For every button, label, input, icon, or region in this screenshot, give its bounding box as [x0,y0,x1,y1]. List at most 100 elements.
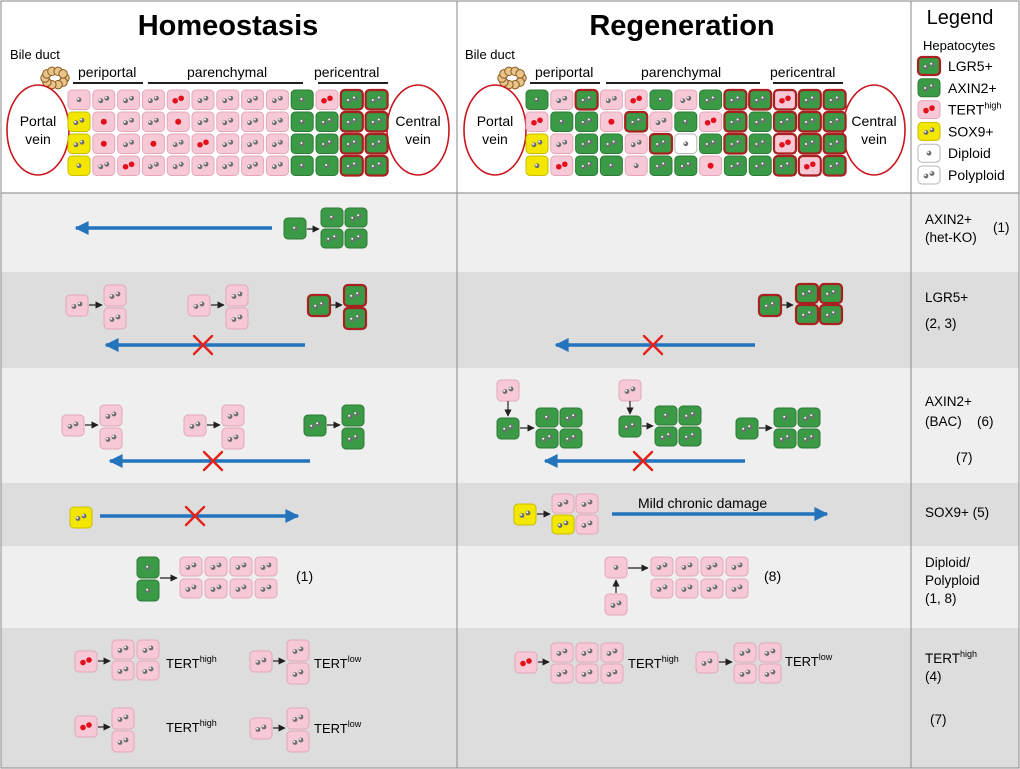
hepatocyte-cell [678,405,702,426]
hepatocyte-cell [550,133,574,154]
hepatocyte-cell [117,133,141,154]
svg-text:TERTlow: TERTlow [314,654,362,671]
hepatocyte-cell [191,89,215,110]
hepatocyte-cell [67,111,91,132]
hepatocyte-cell [575,642,599,663]
hepatocyte-cell [286,707,310,730]
legend-label: Polyploid [948,167,1005,183]
row-band [1,272,1019,368]
hepatocyte-cell [525,133,549,154]
hepatocyte-cell [550,89,574,110]
hepatocyte-cell [191,155,215,176]
hepatocyte-cell [748,88,773,111]
hepatocyte-cell [166,89,190,110]
hepatocyte-cell [599,155,623,176]
hepatocyte-cell [818,303,844,326]
hepatocyte-cell [216,133,240,154]
svg-text:(2, 3): (2, 3) [925,316,957,331]
hepatocyte-cell [290,111,314,132]
hepatocyte-cell [241,111,265,132]
hepatocyte-cell [575,493,599,514]
hepatocyte-cell [290,155,314,176]
hepatocyte-cell [773,428,797,449]
hepatocyte-cell [725,578,749,599]
hepatocyte-cell [917,100,941,120]
hepatocyte-cell [772,154,798,177]
hepatocyte-cell [306,293,332,318]
hepatocyte-cell [525,111,549,132]
hepatocyte-cell [917,78,941,98]
hepatocyte-cell [221,427,245,450]
hepatocyte-cell [650,556,674,577]
hepatocyte-cell [772,110,798,133]
hepatocyte-cell [241,89,265,110]
svg-text:TERThigh: TERThigh [166,718,217,735]
hepatocyte-cell [822,132,847,155]
svg-text:TERTlow: TERTlow [785,652,833,669]
row-band [1,546,1019,628]
veins [6,84,906,176]
hepatocyte-cell [315,155,339,176]
hepatocyte-cell [111,730,135,753]
hepatocyte-cell [535,428,559,449]
hepatocyte-cell [141,89,165,110]
hepatocyte-cell [550,642,574,663]
hepatocyte-cell [99,404,123,427]
hepatocyte-cell [723,110,748,133]
cross-mark [202,450,224,472]
hepatocyte-cell [92,89,116,110]
hepatocyte-cell [758,663,782,684]
svg-text:AXIN2+: AXIN2+ [925,212,972,227]
hepatocyte-cell [550,111,574,132]
hepatocyte-cell [525,155,549,176]
hepatocyte-cell [364,132,389,155]
hepatocyte-cell [241,155,265,176]
hepatocyte-cell [117,155,141,176]
hepatocyte-cell [797,132,822,155]
hepatocyte-cell [229,556,253,577]
tissue-grids [67,88,847,177]
hepatocyte-cell [254,578,278,599]
svg-text:(1, 8): (1, 8) [925,591,957,606]
ref-label: (1) [296,568,313,584]
hepatocyte-cell [74,650,98,673]
bile-duct-label: Bile duct [465,47,515,62]
periportal-label: periportal [535,64,593,80]
hepatocyte-cell [265,155,289,176]
hepatocyte-cell [917,121,941,141]
zonation-arrows [74,221,829,523]
hepatocyte-cell [574,88,599,111]
hepatocyte-cell [315,89,339,110]
parenchymal-label: parenchymal [641,64,721,80]
hepatocyte-cell [822,154,847,177]
legend-label: SOX9+ [948,123,994,139]
svg-text:(het-KO): (het-KO) [925,230,977,245]
hepatocyte-cell [61,414,85,437]
hepatocyte-cell [735,417,759,440]
hepatocyte-cell [249,717,273,740]
hepatocyte-cell [818,282,844,305]
hepatocyte-cell [648,132,674,155]
hepatocyte-cell [315,111,339,132]
hepatocyte-cell [67,155,91,176]
hepatocyte-cell [618,415,642,438]
hepatocyte-cell [822,110,847,133]
hepatocyte-cell [225,307,249,330]
hepatocyte-cell [797,428,821,449]
lineage-cells [61,207,844,753]
hepatocyte-cell [624,133,648,154]
hepatocyte-cell [575,514,599,535]
hepatocyte-cell [339,132,364,155]
hepatocyte-cell [265,133,289,154]
hepatocyte-cell [496,379,520,402]
hepatocyte-cell [69,506,93,529]
hepatocyte-cell [111,707,135,730]
cross-mark [642,334,664,356]
hepatocyte-cell [624,89,648,110]
hepatocyte-cell [179,556,203,577]
hepatocyte-cell [699,155,723,176]
portal-vein-label: vein [482,131,508,147]
hepatocyte-cell [221,404,245,427]
hepatocyte-cell [649,155,673,176]
hepatocyte-cell [797,154,822,177]
